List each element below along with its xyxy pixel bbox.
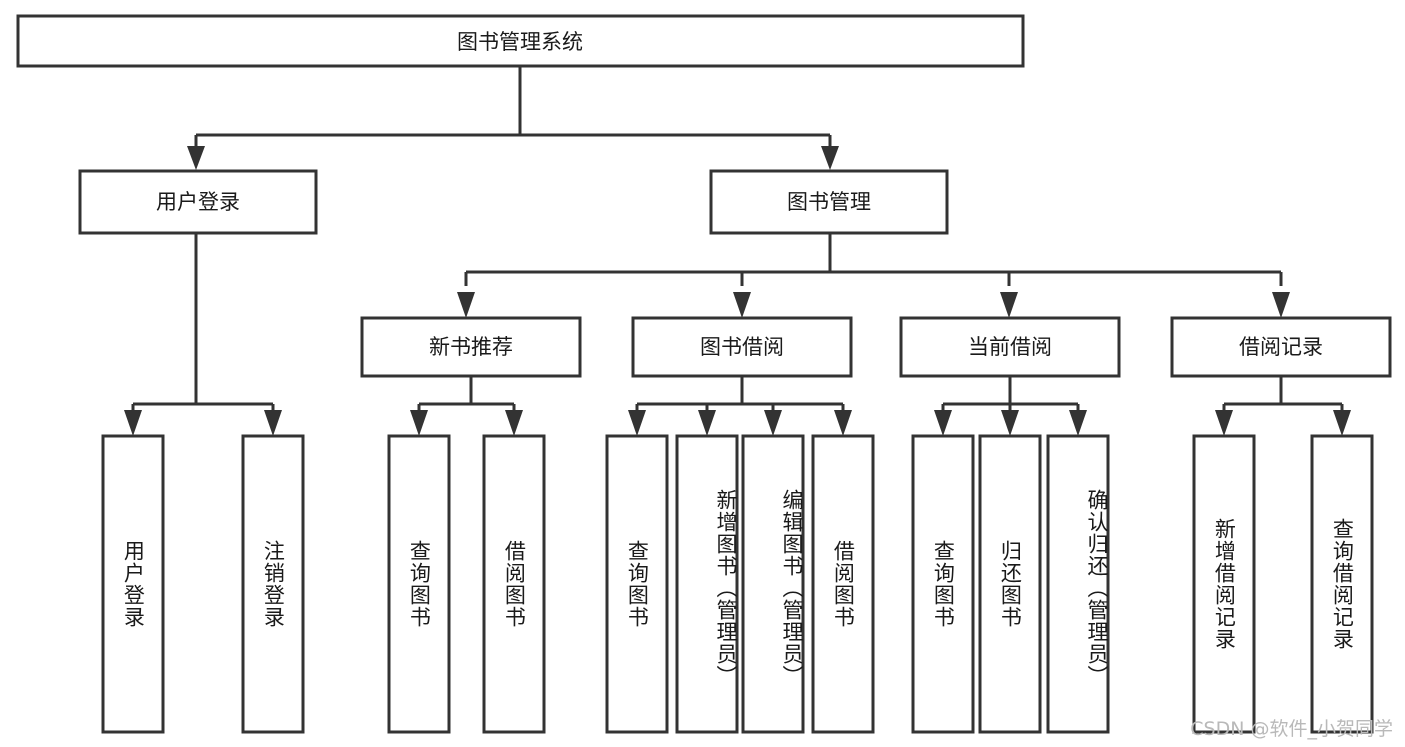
node-current-borrow[interactable]: 当前借阅 — [899, 316, 1121, 378]
edge-user-login-split — [131, 233, 275, 412]
edge-book-manage-split — [464, 233, 1283, 286]
arrow-to-book-manage — [821, 146, 839, 170]
leaf-box-br-query-record[interactable] — [1310, 434, 1374, 734]
arrow-to-leaf-bb-2 — [698, 410, 716, 436]
edge-book-borrow-split — [635, 376, 845, 412]
arrow-to-book-borrow — [733, 292, 751, 318]
node-new-book-recommend[interactable]: 新书推荐 — [360, 316, 582, 378]
node-borrow-records-label: 借阅记录 — [1239, 335, 1323, 359]
node-book-management-label: 图书管理 — [787, 190, 871, 214]
leaf-box-nb-borrow-book[interactable] — [482, 434, 546, 734]
arrow-to-leaf-bb-1 — [628, 410, 646, 436]
node-root-label: 图书管理系统 — [457, 30, 583, 54]
leaf-box-cb-return-book[interactable] — [978, 434, 1042, 734]
leaf-box-logout[interactable] — [241, 434, 305, 734]
arrow-to-leaf-nb-1 — [410, 410, 428, 436]
arrow-to-leaf-cb-2 — [1001, 410, 1019, 436]
arrow-to-leaf-user-login — [124, 410, 142, 436]
arrow-to-leaf-br-2 — [1333, 410, 1351, 436]
leaf-box-br-add-record[interactable] — [1192, 434, 1256, 734]
node-current-borrow-label: 当前借阅 — [968, 335, 1052, 359]
node-book-management[interactable]: 图书管理 — [709, 169, 949, 235]
leaf-box-bb-query-book[interactable] — [605, 434, 669, 734]
leaf-box-nb-query-book[interactable] — [387, 434, 451, 734]
arrow-to-leaf-nb-2 — [505, 410, 523, 436]
arrow-to-new-book — [457, 292, 475, 318]
arrow-to-borrow-records — [1272, 292, 1290, 318]
leaf-box-user-login[interactable] — [101, 434, 165, 734]
node-root[interactable]: 图书管理系统 — [16, 14, 1025, 68]
leaf-box-bb-borrow-book[interactable] — [811, 434, 875, 734]
leaf-box-cb-confirm[interactable] — [1046, 434, 1110, 734]
node-borrow-records[interactable]: 借阅记录 — [1170, 316, 1392, 378]
node-user-login[interactable]: 用户登录 — [78, 169, 318, 235]
arrow-to-current-borrow — [1000, 292, 1018, 318]
leaf-box-bb-edit-book[interactable] — [741, 434, 805, 734]
leaf-box-cb-query-book[interactable] — [911, 434, 975, 734]
node-user-login-label: 用户登录 — [156, 190, 240, 214]
arrow-to-leaf-cb-3 — [1069, 410, 1087, 436]
arrow-to-leaf-bb-4 — [834, 410, 852, 436]
arrow-to-user-login — [187, 146, 205, 170]
arrow-to-leaf-br-1 — [1215, 410, 1233, 436]
edge-new-book-split — [417, 376, 516, 412]
node-book-borrow[interactable]: 图书借阅 — [631, 316, 853, 378]
node-book-borrow-label: 图书借阅 — [700, 335, 784, 359]
edge-root-split — [194, 66, 832, 150]
edge-current-borrow-split — [941, 376, 1080, 412]
arrow-to-leaf-logout — [264, 410, 282, 436]
arrow-to-leaf-cb-1 — [934, 410, 952, 436]
leaf-box-bb-add-book[interactable] — [675, 434, 739, 734]
arrow-to-leaf-bb-3 — [764, 410, 782, 436]
node-new-book-recommend-label: 新书推荐 — [429, 335, 513, 359]
edge-records-split — [1222, 376, 1344, 412]
